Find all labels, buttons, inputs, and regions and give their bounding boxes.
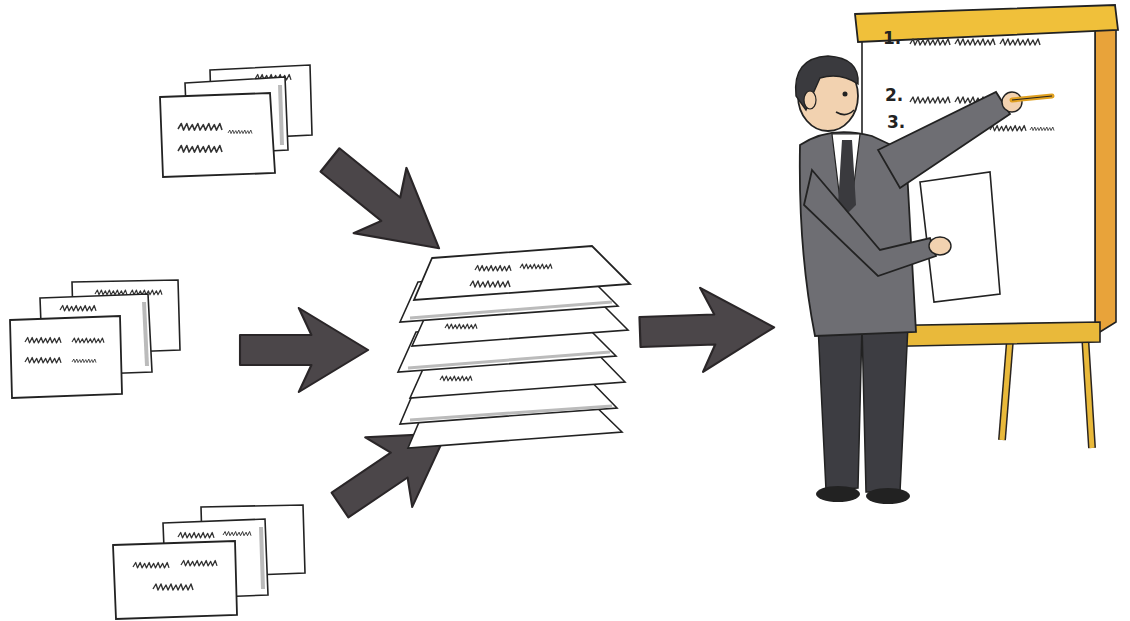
paper-stack: [10, 280, 180, 398]
paper-pile: [398, 246, 630, 448]
paper-stack: [160, 65, 312, 177]
list-number: 2.: [885, 87, 903, 104]
flow-arrow: [240, 127, 776, 539]
paper-stack: [113, 505, 305, 619]
list-number: 1.: [883, 30, 901, 47]
presenter-figure: [796, 56, 1052, 504]
list-number: 3.: [887, 114, 905, 131]
